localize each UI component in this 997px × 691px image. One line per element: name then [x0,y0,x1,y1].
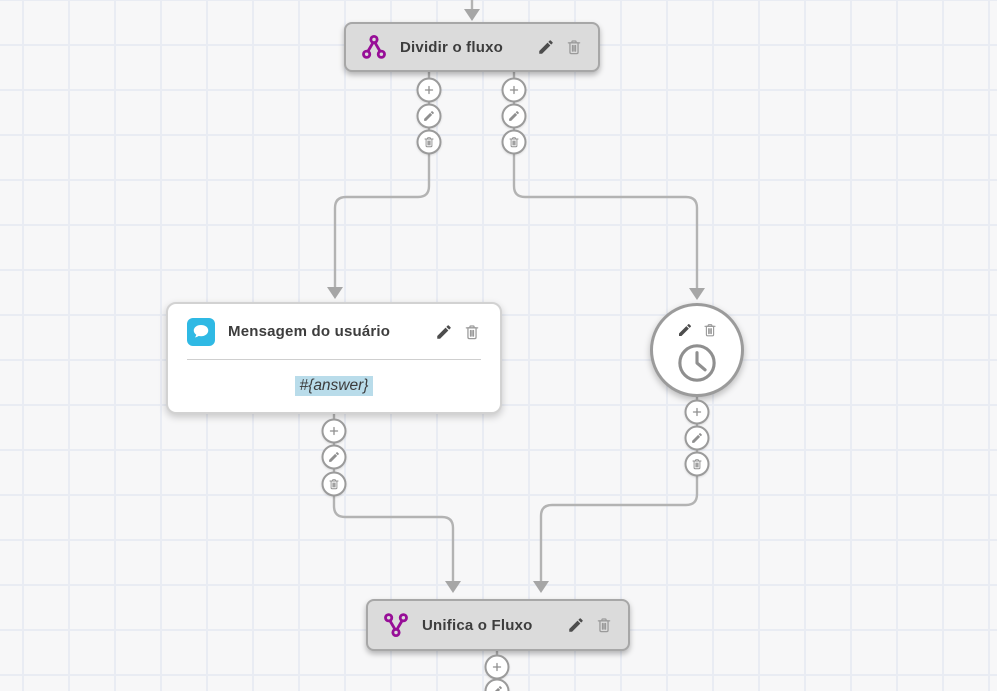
clock-icon [674,340,721,387]
trash-icon [328,478,341,491]
edit-node-button[interactable] [537,38,555,56]
arrowhead-icon [445,581,461,593]
pencil-icon [423,110,436,123]
connector-message-to-merge [332,414,461,593]
trash-icon [508,136,521,149]
add-step-button[interactable] [484,654,510,680]
merge-flow-node[interactable]: Unifica o Fluxo [366,599,630,651]
pencil-icon [537,38,555,56]
plus-icon [423,84,436,97]
merge-icon [383,612,409,638]
delete-node-button[interactable] [463,323,481,341]
arrowhead-icon [327,287,343,299]
edit-node-button[interactable] [567,616,585,634]
add-step-button[interactable] [684,399,710,425]
delete-connection-button[interactable] [684,451,710,477]
connector-split-to-timer [512,72,705,300]
merge-node-title: Unifica o Fluxo [422,616,533,634]
connector-into-split [464,0,480,21]
add-step-button[interactable] [321,418,347,444]
edit-connection-button[interactable] [501,103,527,129]
node-divider [187,359,481,360]
arrowhead-icon [689,288,705,300]
edit-connection-button[interactable] [321,444,347,470]
plus-icon [691,406,704,419]
variable-chip[interactable]: #{answer} [294,376,374,396]
trash-icon [702,322,718,338]
trash-icon [691,458,704,471]
delete-node-button[interactable] [702,322,718,338]
pencil-icon [328,451,341,464]
pencil-icon [491,685,504,691]
user-message-body: #{answer} [168,360,500,412]
connector-timer-to-merge [533,397,699,593]
trash-icon [423,136,436,149]
pencil-icon [435,323,453,341]
plus-icon [508,84,521,97]
delete-connection-button[interactable] [501,129,527,155]
pencil-icon [691,432,704,445]
add-step-button[interactable] [416,77,442,103]
trash-icon [565,38,583,56]
delete-connection-button[interactable] [416,129,442,155]
delete-node-button[interactable] [595,616,613,634]
pencil-icon [567,616,585,634]
timer-node[interactable] [650,303,744,397]
edit-connection-button[interactable] [684,425,710,451]
split-node-title: Dividir o fluxo [400,38,504,56]
delete-node-button[interactable] [565,38,583,56]
chat-bubble-icon [187,317,215,346]
user-message-node[interactable]: Mensagem do usuário #{answer} [166,302,502,414]
arrowhead-icon [533,581,549,593]
plus-icon [491,661,504,674]
edit-node-button[interactable] [435,323,453,341]
split-icon [361,34,387,60]
delete-connection-button[interactable] [321,471,347,497]
add-step-button[interactable] [501,77,527,103]
pencil-icon [508,110,521,123]
plus-icon [328,425,341,438]
pencil-icon [677,322,693,338]
edit-node-button[interactable] [677,322,693,338]
edit-connection-button[interactable] [416,103,442,129]
user-message-header: Mensagem do usuário [168,304,500,359]
user-message-title: Mensagem do usuário [228,323,391,340]
arrowhead-icon [464,9,480,21]
split-flow-node[interactable]: Dividir o fluxo [344,22,600,72]
trash-icon [595,616,613,634]
connector-split-to-message [327,72,431,299]
trash-icon [463,323,481,341]
